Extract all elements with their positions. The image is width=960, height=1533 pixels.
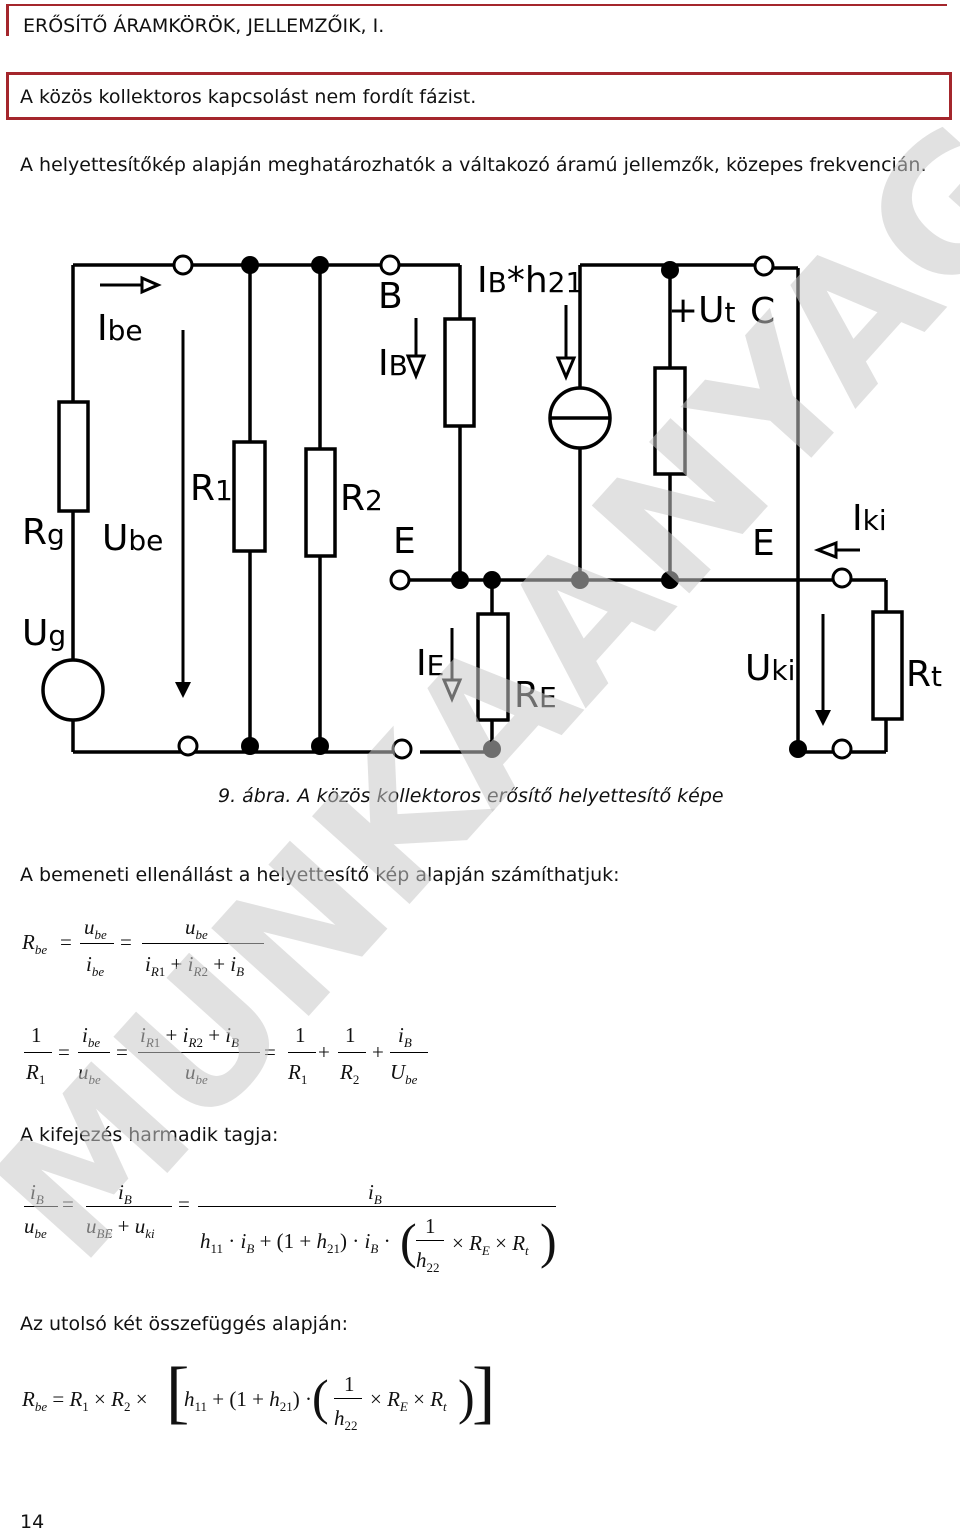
label-ibe: Ibe (97, 308, 143, 349)
text-input-resistance: A bemeneti ellenállást a helyettesítő ké… (20, 864, 620, 886)
circuit-diagram: Ibe Rg Ube Ug R1 R2 B IB E IB*h21 +Ut C … (22, 254, 942, 760)
label-r2: R2 (340, 478, 383, 519)
label-re: RE (514, 675, 557, 716)
label-ug: Ug (22, 613, 66, 654)
label-iki: Iki (852, 498, 887, 539)
highlight-box: A közös kollektoros kapcsolást nem fordí… (6, 72, 952, 120)
label-c: C (750, 291, 775, 332)
label-ib: IB (378, 343, 408, 384)
header-title: ERŐSÍTŐ ÁRAMKÖRÖK, JELLEMZŐIK, I. (23, 15, 385, 37)
label-rg: Rg (22, 512, 65, 553)
label-ie: IE (416, 643, 444, 684)
label-e-right: E (752, 523, 775, 564)
label-b: B (378, 276, 403, 317)
figure-caption: 9. ábra. A közös kollektoros erősítő hel… (218, 785, 724, 807)
label-ube: Ube (102, 518, 163, 559)
label-uki: Uki (745, 648, 795, 689)
text-last-two: Az utolsó két összefüggés alapján: (20, 1313, 349, 1335)
label-ib-h21: IB*h21 (477, 260, 583, 301)
label-ut: +Ut (668, 290, 736, 331)
text-third-term: A kifejezés harmadik tagja: (20, 1124, 279, 1146)
highlight-text: A közös kollektoros kapcsolást nem fordí… (20, 86, 477, 108)
label-e-left: E (393, 521, 416, 562)
label-rt: Rt (906, 654, 942, 695)
intro-paragraph: A helyettesítőkép alapján meghatározható… (20, 154, 927, 176)
page-number: 14 (20, 1511, 45, 1533)
page-header: ERŐSÍTŐ ÁRAMKÖRÖK, JELLEMZŐIK, I. (6, 4, 947, 37)
label-r1: R1 (190, 468, 233, 509)
